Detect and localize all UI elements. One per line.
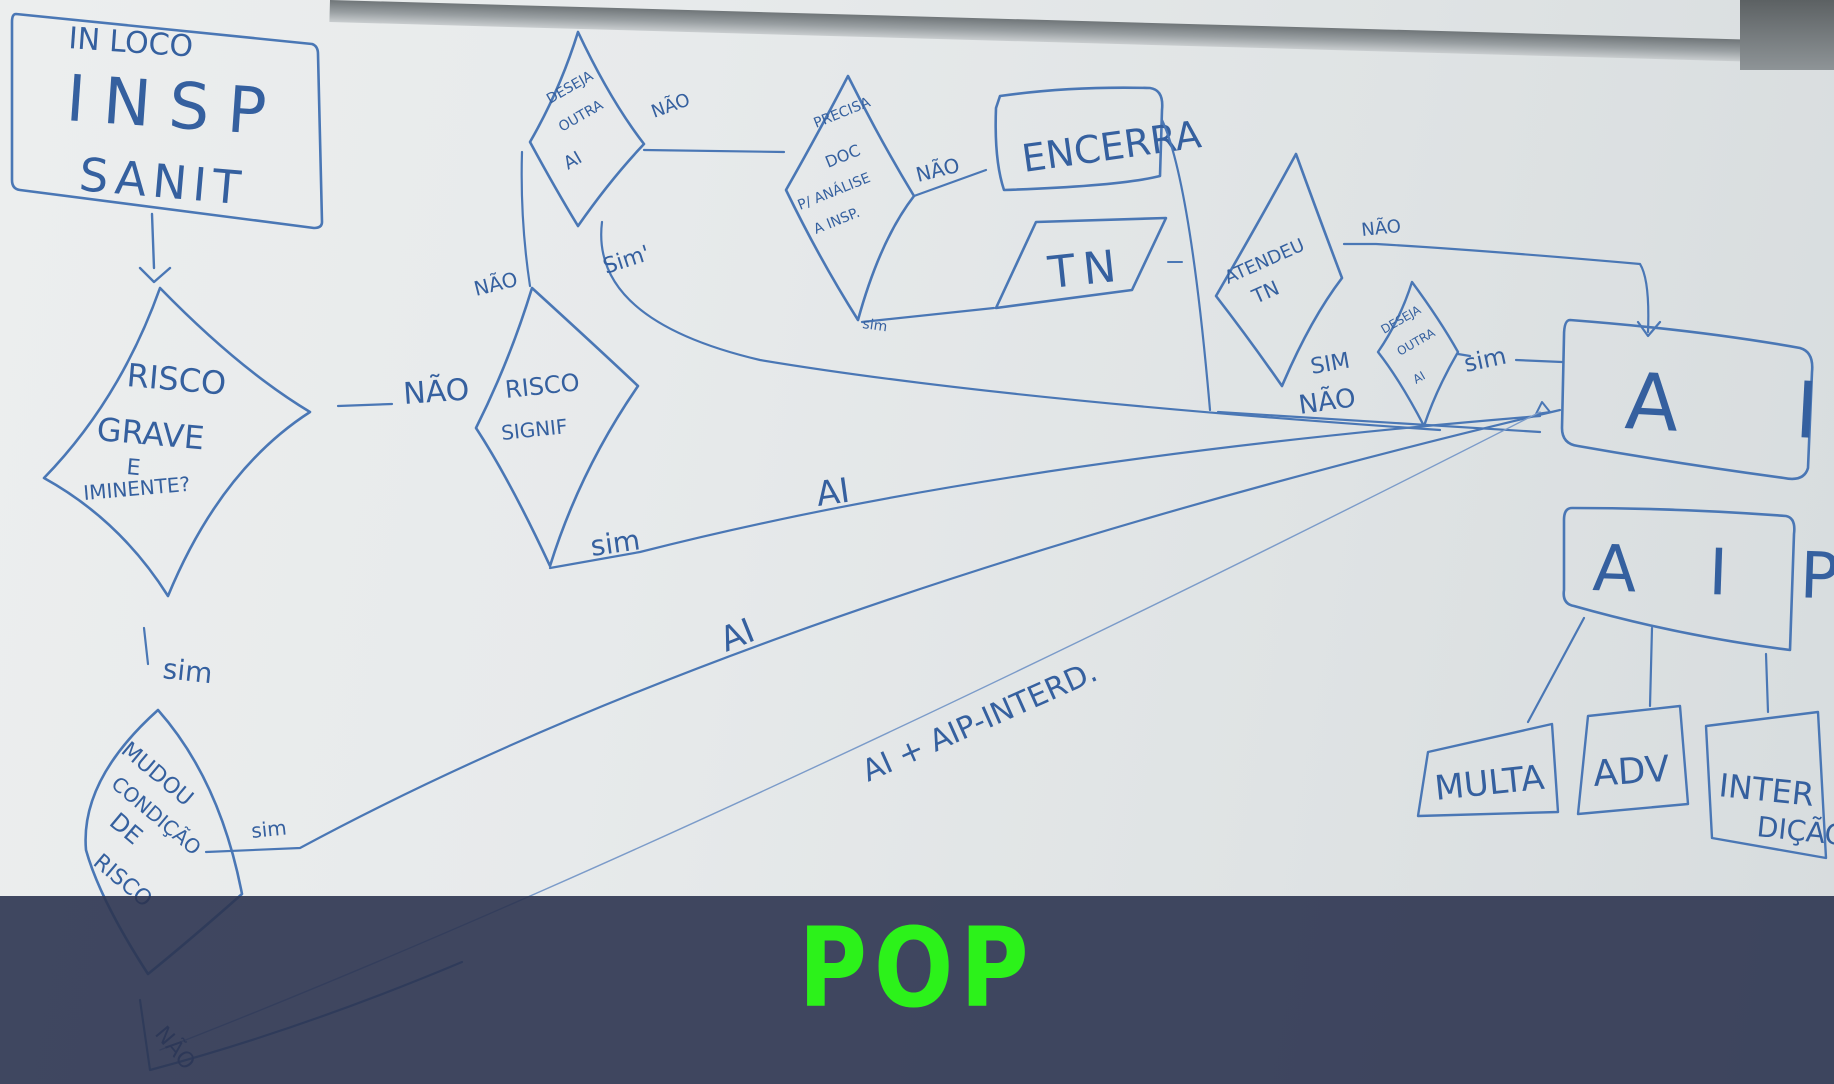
svg-text:A I: A I — [1623, 357, 1834, 459]
svg-text:TN: TN — [1247, 276, 1283, 309]
label-nao-bottom: NÃO — [1297, 381, 1358, 421]
svg-text:E: E — [125, 455, 141, 481]
svg-text:AI: AI — [1411, 369, 1428, 387]
decision-risco-grave: RISCO GRAVE E IMINENTE? — [42, 286, 312, 598]
svg-text:ENCERRA: ENCERRA — [1019, 112, 1204, 181]
svg-text:ADV: ADV — [1592, 749, 1671, 795]
decision-precisa-doc: PRECISA DOC P/ ANÁLISE A INSP. — [784, 74, 916, 322]
svg-text:MULTA: MULTA — [1433, 758, 1546, 809]
caption-title: POP — [798, 904, 1036, 1032]
svg-text:OUTRA: OUTRA — [1395, 325, 1439, 358]
start-note: IN LOCO — [67, 21, 194, 65]
svg-text:A INSP.: A INSP. — [812, 205, 863, 238]
box-adv: ADV — [1576, 704, 1690, 816]
svg-text:DIÇÃO: DIÇÃO — [1755, 810, 1834, 852]
label-sim-grave: sim — [161, 652, 214, 690]
svg-text:P/ ANÁLISE: P/ ANÁLISE — [795, 169, 873, 214]
svg-text:TN: TN — [1045, 240, 1127, 299]
label-nao-grave: NÃO — [402, 371, 470, 412]
svg-text:INTER: INTER — [1717, 766, 1816, 814]
svg-text:RISCO: RISCO — [504, 368, 581, 404]
caption-bar — [0, 896, 1834, 1084]
decision-risco-signif: RISCO SIGNIF — [474, 286, 640, 568]
decision-top-left: DESEJA OUTRA AI — [528, 30, 646, 228]
label-ai-aip-interd: AI + AIP-INTERD. — [857, 654, 1103, 789]
label-nao-atendeu: NÃO — [1360, 215, 1402, 241]
box-multa: MULTA — [1416, 722, 1560, 818]
box-tn: TN — [994, 216, 1168, 310]
svg-text:IMINENTE?: IMINENTE? — [82, 472, 191, 505]
label-ai-signif: AI — [814, 471, 853, 515]
decision-small: DESEJA OUTRA AI — [1376, 280, 1460, 428]
box-ai: A I — [1560, 318, 1834, 481]
start-box-line1: INSP — [64, 62, 287, 151]
decision-atendeu-tn: ATENDEU TN — [1214, 152, 1344, 388]
svg-text:DOC: DOC — [822, 141, 863, 172]
whiteboard-frame-corner — [1740, 0, 1834, 70]
label-nao-topleft: NÃO — [648, 88, 693, 122]
label-sim-doc: sim — [861, 316, 888, 335]
start-box-line2: SANIT — [77, 147, 249, 215]
label-sim-small: sim — [1461, 342, 1508, 378]
label-sim-topleft: Sim' — [600, 241, 653, 279]
label-sim-atendeu: SIM — [1309, 348, 1352, 379]
svg-text:DESEJA: DESEJA — [1379, 302, 1424, 336]
svg-text:RISCO: RISCO — [125, 356, 227, 403]
box-aip: A I P — [1562, 506, 1834, 652]
svg-text:AI: AI — [560, 147, 586, 174]
start-box: IN LOCO INSP SANIT — [10, 12, 324, 230]
svg-text:DESEJA: DESEJA — [544, 68, 596, 107]
label-nao-signif: NÃO — [471, 267, 520, 301]
box-interdicao: INTER DIÇÃO — [1704, 710, 1834, 860]
svg-text:A I P: A I P — [1591, 532, 1834, 615]
svg-text:PRECISA: PRECISA — [812, 94, 874, 131]
label-sim-signif: sim — [588, 523, 642, 563]
svg-text:GRAVE: GRAVE — [95, 410, 206, 457]
box-encerra: ENCERRA — [994, 86, 1204, 192]
label-ai-mudou: AI — [714, 611, 760, 661]
svg-text:OUTRA: OUTRA — [556, 97, 606, 135]
label-sim-mudou: sim — [250, 815, 288, 843]
svg-text:SIGNIF: SIGNIF — [500, 414, 569, 445]
